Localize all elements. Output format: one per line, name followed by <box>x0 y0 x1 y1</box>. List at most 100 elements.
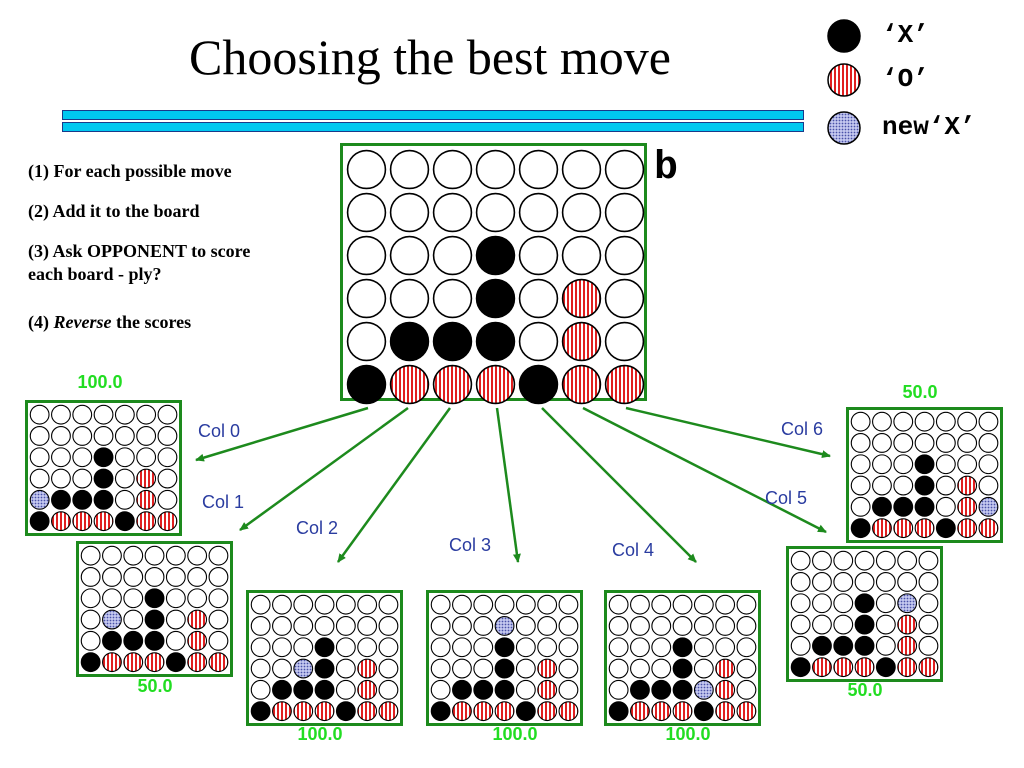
empty-slot <box>893 454 914 475</box>
board-grid <box>250 594 399 722</box>
x-piece <box>293 679 314 700</box>
o-piece <box>136 511 157 532</box>
empty-slot <box>272 637 292 658</box>
board-grid <box>790 550 939 678</box>
empty-slot <box>157 489 178 510</box>
step-4: (4) Reverse the scores <box>28 312 192 332</box>
board-score: 100.0 <box>77 372 123 392</box>
empty-slot <box>250 637 271 658</box>
empty-slot <box>608 637 629 658</box>
x-piece-icon <box>827 19 861 53</box>
empty-slot <box>693 658 714 679</box>
o-piece <box>672 701 693 722</box>
column-label: Col 0 <box>198 421 241 441</box>
x-piece <box>51 489 71 510</box>
empty-slot <box>935 496 956 517</box>
empty-slot <box>250 679 271 700</box>
o-piece <box>452 701 472 722</box>
empty-slot <box>978 433 999 453</box>
empty-slot <box>790 572 811 592</box>
board-score: 50.0 <box>847 680 883 700</box>
empty-slot <box>208 609 229 630</box>
o-piece <box>736 701 757 722</box>
empty-slot <box>630 637 650 658</box>
o-piece <box>537 701 558 722</box>
empty-slot <box>93 426 114 446</box>
empty-slot <box>378 594 399 615</box>
o-piece <box>389 364 430 405</box>
empty-slot <box>114 468 135 489</box>
x-piece <box>314 658 335 679</box>
o-piece <box>630 701 650 722</box>
empty-slot <box>335 616 356 636</box>
empty-slot <box>715 616 736 636</box>
empty-slot <box>432 192 473 233</box>
empty-slot <box>475 192 516 233</box>
step-3: (3) Ask OPPONENT to score each board - p… <box>28 241 251 284</box>
empty-slot <box>378 616 399 636</box>
o-piece <box>897 614 918 635</box>
empty-slot <box>157 447 178 468</box>
x-piece <box>494 679 515 700</box>
x-piece <box>93 468 114 489</box>
x-piece <box>144 588 165 609</box>
empty-slot <box>346 149 387 190</box>
empty-slot <box>854 550 875 571</box>
x-piece <box>93 489 114 510</box>
empty-slot <box>432 235 473 276</box>
empty-slot <box>335 658 356 679</box>
empty-slot <box>608 679 629 700</box>
empty-slot <box>165 545 186 566</box>
o-piece <box>914 518 935 539</box>
new-x-piece <box>293 658 314 679</box>
empty-slot <box>389 149 430 190</box>
x-piece <box>790 657 811 678</box>
x-piece <box>833 635 854 656</box>
empty-slot <box>558 594 579 615</box>
empty-slot <box>715 637 736 658</box>
step-4-emphasis: Reverse <box>53 312 112 332</box>
empty-slot <box>935 454 956 475</box>
empty-slot <box>51 404 71 425</box>
o-piece <box>432 364 473 405</box>
empty-slot <box>430 658 451 679</box>
empty-slot <box>72 468 93 489</box>
x-piece <box>494 658 515 679</box>
empty-slot <box>558 658 579 679</box>
empty-slot <box>293 637 314 658</box>
empty-slot <box>872 454 892 475</box>
empty-slot <box>918 614 939 635</box>
empty-slot <box>51 447 71 468</box>
empty-slot <box>693 616 714 636</box>
o-piece <box>314 701 335 722</box>
x-piece <box>608 701 629 722</box>
empty-slot <box>144 545 165 566</box>
o-piece <box>357 658 378 679</box>
o-piece <box>897 635 918 656</box>
empty-slot <box>272 594 292 615</box>
child-board-col-3 <box>426 590 584 726</box>
empty-slot <box>715 594 736 615</box>
empty-slot <box>123 588 144 609</box>
empty-slot <box>935 475 956 496</box>
o-piece-icon <box>827 63 861 97</box>
empty-slot <box>80 545 101 566</box>
empty-slot <box>346 192 387 233</box>
empty-slot <box>604 321 645 362</box>
empty-slot <box>208 588 229 609</box>
empty-slot <box>378 658 399 679</box>
x-piece <box>630 679 650 700</box>
empty-slot <box>72 404 93 425</box>
empty-slot <box>875 593 896 614</box>
empty-slot <box>51 426 71 446</box>
empty-slot <box>515 616 536 636</box>
empty-slot <box>893 411 914 432</box>
o-piece <box>357 679 378 700</box>
empty-slot <box>165 567 186 587</box>
empty-slot <box>850 475 871 496</box>
empty-slot <box>335 637 356 658</box>
empty-slot <box>604 278 645 319</box>
empty-slot <box>630 616 650 636</box>
empty-slot <box>314 616 335 636</box>
x-piece <box>651 679 672 700</box>
